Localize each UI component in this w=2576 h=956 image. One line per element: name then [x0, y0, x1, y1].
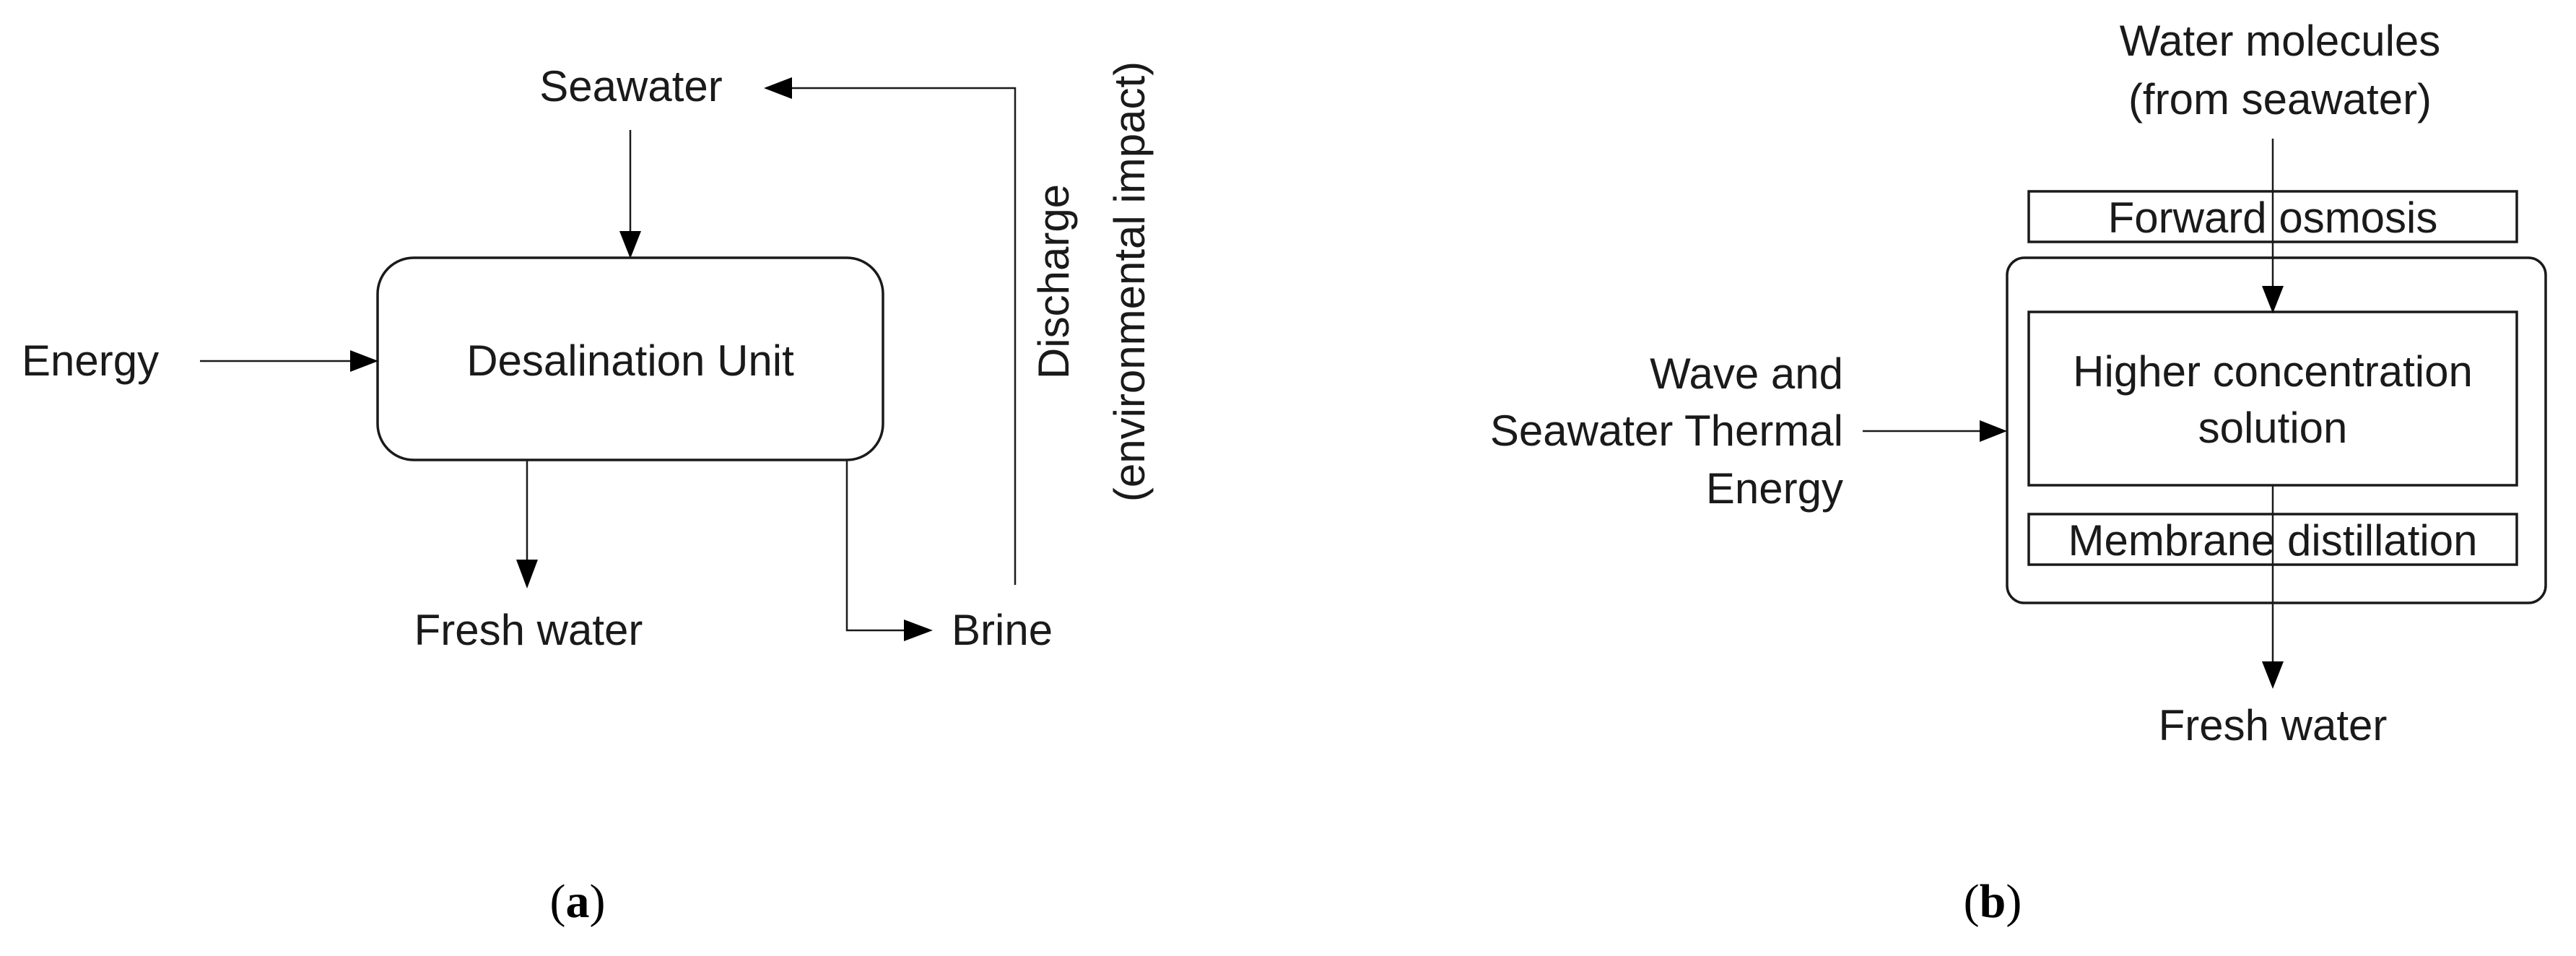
caption-a-close-paren: ) [590, 875, 606, 928]
caption-a-open-paren: ( [550, 875, 566, 928]
environmental-impact-label: (environmental impact) [1105, 61, 1154, 502]
caption-b-open-paren: ( [1964, 875, 1980, 928]
module-outer-box [2006, 256, 2547, 604]
discharge-to-seawater-arrowhead [764, 77, 792, 99]
panel-a: Seawater Desalination Unit Energy Fresh … [22, 61, 1154, 928]
higher-concentration-solution-box [2027, 310, 2518, 487]
fresh-water-label-a: Fresh water [414, 606, 643, 654]
solution-line1-label: Higher concentration [2073, 347, 2473, 396]
discharge-return-line [791, 87, 1017, 585]
water-molecules-label: Water molecules [2120, 17, 2441, 65]
desalination-unit-label: Desalination Unit [466, 336, 794, 385]
panel-b: Water molecules (from seawater) Forward … [1490, 17, 2547, 928]
energy-source-line2-label: Seawater Thermal [1490, 407, 1843, 455]
from-seawater-label: (from seawater) [2128, 75, 2432, 123]
seawater-to-unit-arrowhead [619, 231, 641, 258]
desalination-unit-box [376, 256, 884, 461]
caption-b: (b) [1964, 875, 2022, 928]
solution-line2-label: solution [2198, 404, 2348, 452]
unit-to-fresh-water-arrowhead [516, 560, 538, 588]
unit-to-brine-line [845, 460, 906, 632]
energy-source-line1-label: Wave and [1650, 349, 1843, 398]
energy-to-unit-arrowhead [350, 350, 378, 372]
seawater-label: Seawater [539, 62, 722, 110]
caption-b-letter: b [1980, 875, 2006, 928]
caption-a-letter: a [566, 875, 590, 928]
energy-label: Energy [22, 336, 159, 385]
energy-input-arrowhead [1980, 420, 2007, 442]
caption-a: (a) [550, 875, 606, 928]
water-inflow-arrowhead [2262, 286, 2284, 313]
fresh-water-outflow-arrowhead [2262, 661, 2284, 689]
caption-b-close-paren: ) [2006, 875, 2022, 928]
fresh-water-label-b: Fresh water [2159, 701, 2388, 749]
discharge-label: Discharge [1030, 184, 1078, 379]
unit-to-brine-arrowhead [904, 620, 933, 641]
brine-label: Brine [952, 606, 1053, 654]
energy-source-line3-label: Energy [1706, 464, 1843, 513]
